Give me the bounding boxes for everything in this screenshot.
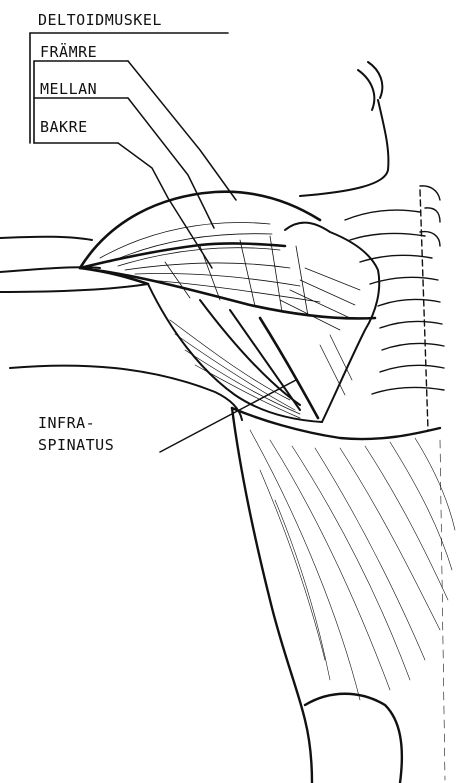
label-middle: MELLAN [40,80,97,98]
neck-outline [300,62,388,196]
latissimus-outline [232,408,440,783]
label-infraspinatus-line1: INFRA- [38,414,95,432]
arm-outline [0,237,242,420]
label-deltoid: DELTOIDMUSKEL [38,11,162,29]
deltoid-outline [80,192,375,319]
label-posterior: BAKRE [40,118,88,136]
leader-lines [118,61,296,452]
spine-ribs [345,186,444,430]
deltoid-fibres [100,222,320,316]
label-infraspinatus-line2: SPINATUS [38,436,114,454]
label-anterior: FRÄMRE [40,43,97,61]
latissimus-fibres [250,430,455,780]
